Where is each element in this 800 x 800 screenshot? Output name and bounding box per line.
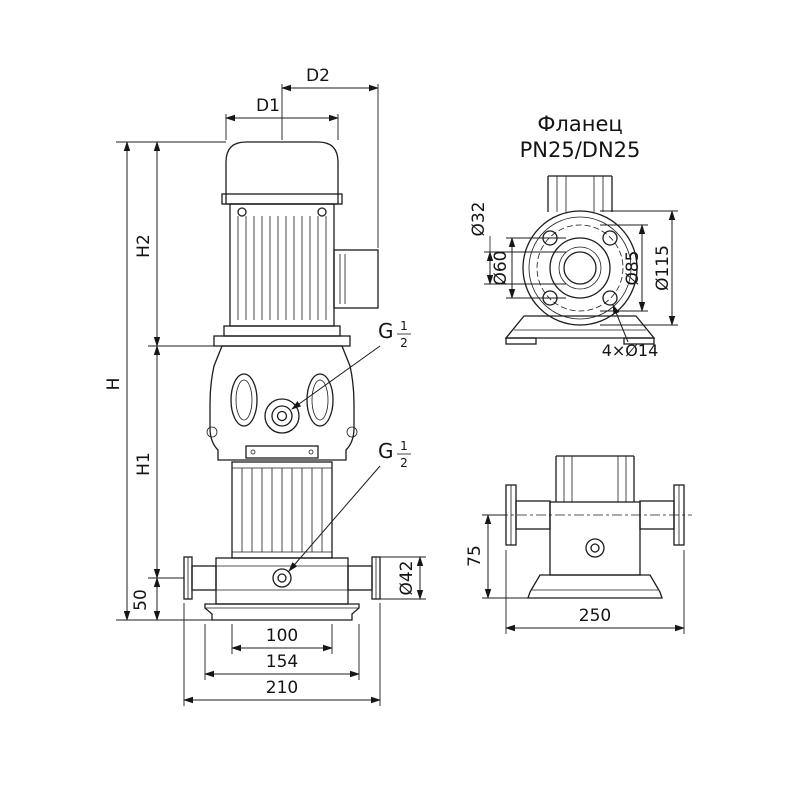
flange-outer-circle xyxy=(522,210,638,326)
pump-base xyxy=(183,556,381,621)
thread-denominator: 2 xyxy=(400,456,408,470)
dimension-h: H xyxy=(104,141,226,621)
stage-column xyxy=(231,461,333,559)
dimension-154: 154 xyxy=(204,624,360,680)
vent-plug xyxy=(264,398,300,434)
thread-letter: G xyxy=(378,319,394,343)
dimension-dia42-label: Ø42 xyxy=(397,560,417,595)
flange-title-line1: Фланец xyxy=(537,112,622,136)
pump-head xyxy=(206,345,358,461)
dimension-dia85: Ø85 xyxy=(600,224,648,312)
dimension-dia115: Ø115 xyxy=(600,210,678,326)
bolt-hole xyxy=(602,290,618,306)
suction-port xyxy=(191,565,217,591)
dimension-100-label: 100 xyxy=(266,626,298,646)
base-side-view xyxy=(498,455,692,599)
flange-bracket-feet xyxy=(504,315,656,345)
dimension-75-label: 75 xyxy=(465,545,485,567)
dimension-dia60-label: Ø60 xyxy=(491,250,511,285)
dimension-154-label: 154 xyxy=(266,652,298,672)
thread-callout-upper: G 1 2 xyxy=(291,319,411,410)
lantern-plate xyxy=(213,335,351,347)
dimension-75: 75 xyxy=(465,514,528,599)
bolt-circle xyxy=(536,224,624,312)
base-foot xyxy=(204,603,360,621)
dimension-h1: H1 xyxy=(134,345,184,579)
dimension-210: 210 xyxy=(183,603,381,706)
motor-cooling-fins xyxy=(237,216,327,320)
dimension-h1-label: H1 xyxy=(134,452,154,476)
dimension-h-label: H xyxy=(104,378,124,391)
bolt-hole xyxy=(602,230,618,246)
thread-denominator: 2 xyxy=(400,336,408,350)
dimension-dia32-label: Ø32 xyxy=(469,201,489,236)
motor-cap-band xyxy=(221,193,343,205)
dimension-100: 100 xyxy=(231,624,333,654)
dimension-250-label: 250 xyxy=(579,606,611,626)
flange-dimensions: Ø32 Ø60 Ø85 Ø115 4×Ø14 xyxy=(469,201,678,360)
terminal-box xyxy=(333,249,379,309)
nameplate xyxy=(245,445,319,459)
dimension-50: 50 xyxy=(131,577,161,621)
thread-numerator: 1 xyxy=(400,319,408,333)
drain-plug xyxy=(272,568,292,588)
dimension-210-label: 210 xyxy=(266,678,298,698)
flange-top-view: Фланец PN25/DN25 xyxy=(504,112,656,345)
flange-title-line2: PN25/DN25 xyxy=(520,138,641,162)
dimension-h2-label: H2 xyxy=(134,234,154,258)
thread-numerator: 1 xyxy=(400,439,408,453)
side-foot xyxy=(527,574,663,599)
motor-cap xyxy=(225,141,339,205)
dimension-dia85-label: Ø85 xyxy=(623,250,643,285)
thread-letter: G xyxy=(378,439,394,463)
dimension-dia42: Ø42 xyxy=(380,556,426,600)
dimension-250: 250 xyxy=(505,550,685,634)
dimension-h2: H2 xyxy=(134,141,214,347)
bore-circle xyxy=(563,251,597,285)
dimension-d1: D1 xyxy=(225,96,339,140)
dimension-d2: D2 xyxy=(281,66,379,248)
motor-flange xyxy=(223,325,341,337)
dimension-dia115-label: Ø115 xyxy=(653,245,673,291)
column-behind-flange xyxy=(547,175,613,212)
raised-face-circle xyxy=(549,237,611,299)
side-column xyxy=(555,455,635,502)
dimension-50-label: 50 xyxy=(131,589,151,611)
pump-dimensions: D2 D1 H H2 H1 50 xyxy=(104,66,426,706)
side-dimensions: 75 250 xyxy=(465,514,685,634)
motor-bolt-right xyxy=(317,207,327,217)
discharge-port xyxy=(347,565,373,591)
side-drain-plug xyxy=(585,538,605,558)
bolt-holes-label: 4×Ø14 xyxy=(602,341,659,360)
dimension-d2-label: D2 xyxy=(306,66,330,86)
pump-front-view xyxy=(183,141,381,621)
dimension-dia60: Ø60 xyxy=(491,237,566,299)
motor-bolt-left xyxy=(237,207,247,217)
dimension-d1-label: D1 xyxy=(256,96,280,116)
callout-bolt-holes: 4×Ø14 xyxy=(602,304,659,360)
dimension-dia32: Ø32 xyxy=(469,201,566,285)
thread-callout-lower: G 1 2 xyxy=(288,439,411,572)
